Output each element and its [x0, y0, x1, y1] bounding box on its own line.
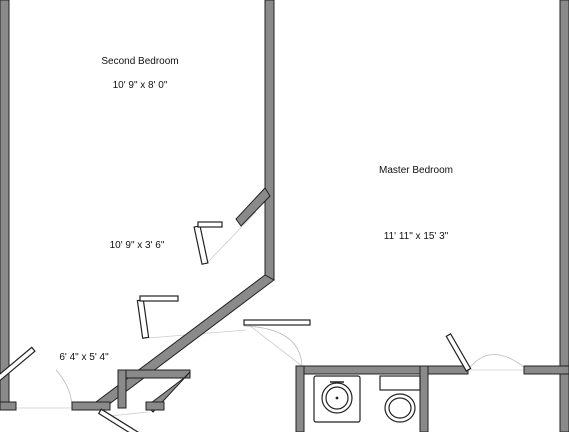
second-bedroom-size: 10' 9" x 8' 0" [112, 80, 168, 91]
entry-size: 6' 4" x 5' 4" [59, 352, 109, 363]
bottom-wall-right [145, 401, 165, 411]
bath-right-wall [419, 365, 429, 432]
master-door [243, 319, 311, 326]
door-swing-lines [16, 211, 526, 417]
entry-door [0, 346, 36, 386]
center-partition-wall [264, 0, 275, 281]
hall-size: 10' 9" x 3' 6" [109, 240, 165, 251]
closet-cross-wall [117, 369, 191, 379]
closet-door-upper [193, 225, 209, 265]
diagonal-closet-wall [235, 187, 271, 227]
closet-stub-wall [117, 369, 127, 409]
bottom-wall-mid [71, 401, 111, 411]
doors [0, 221, 472, 432]
bath-top-wall [295, 365, 469, 375]
closet-door-upper-top [197, 221, 223, 228]
master-bottom-wall [523, 365, 569, 375]
master-bedroom-size: 11' 11" x 15' 3" [383, 231, 449, 242]
right-exterior-wall [559, 0, 569, 432]
bath-left-wall [295, 365, 305, 432]
closet-door-lower [136, 299, 150, 339]
second-bedroom-name: Second Bedroom [101, 56, 179, 67]
master-bedroom-name: Master Bedroom [379, 165, 453, 176]
toilet-icon [379, 375, 421, 423]
closet-door-bottom [97, 408, 140, 432]
closet-door-lower-top [139, 295, 179, 302]
left-exterior-wall [0, 0, 10, 409]
bottom-wall-left [0, 401, 17, 411]
bath-door [445, 333, 472, 372]
sink-icon [313, 375, 361, 423]
